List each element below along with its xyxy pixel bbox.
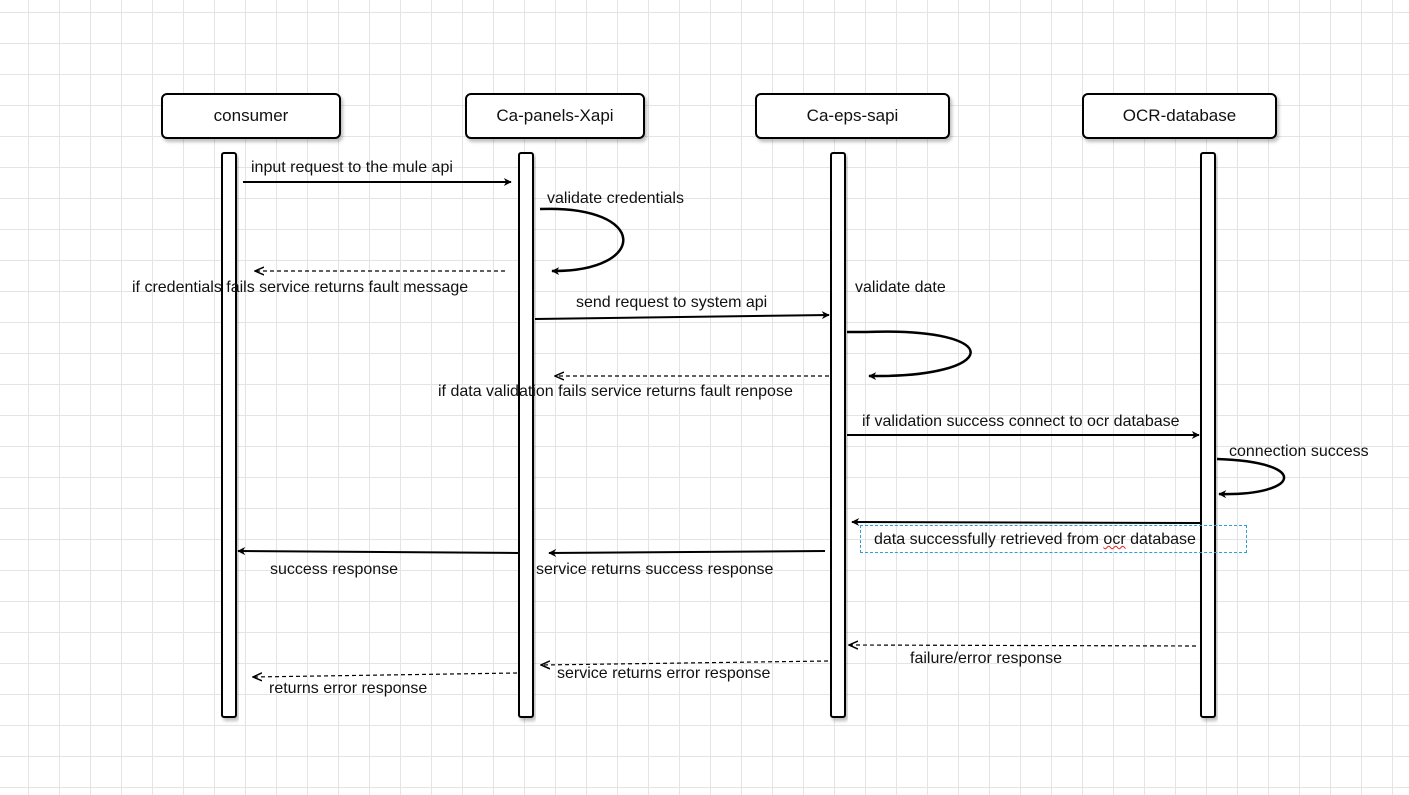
participant-label-xapi: Ca-panels-Xapi — [496, 106, 614, 125]
message-label-connect-database: if validation success connect to ocr dat… — [862, 413, 1180, 430]
lifeline-consumer[interactable] — [221, 152, 237, 718]
arrow-success-response[interactable] — [237, 547, 519, 556]
message-label-connection-success: connection success — [1229, 443, 1369, 460]
participant-label-sapi: Ca-eps-sapi — [806, 106, 899, 125]
lifeline-sapi[interactable] — [830, 152, 846, 718]
participant-box-sapi[interactable] — [755, 93, 950, 139]
participant-label-db: OCR-database — [1122, 106, 1237, 125]
arrow-service-success[interactable] — [548, 548, 826, 557]
arrow-validate-date[interactable] — [847, 330, 972, 381]
message-label-failure-response: failure/error response — [910, 650, 1063, 667]
arrow-returns-error[interactable] — [253, 673, 518, 677]
message-label-service-success: service returns success response — [536, 561, 774, 578]
participant-box-xapi[interactable] — [465, 93, 645, 139]
message-label-credentials-fault: if credentials fails service returns fau… — [132, 279, 469, 296]
lifeline-db[interactable] — [1200, 152, 1216, 718]
message-label-success-response: success response — [270, 561, 399, 578]
message-label-send-request: send request to system api — [576, 294, 768, 311]
message-label-input-request: input request to the mule api — [251, 159, 453, 176]
message-label-validate-credentials: validate credentials — [547, 190, 684, 207]
message-label-validation-fault: if data validation fails service returns… — [438, 383, 793, 400]
message-label-validate-date: validate date — [855, 279, 946, 296]
message-label-data-retrieved[interactable]: data successfully retrieved from ocr dat… — [874, 530, 1196, 550]
lifeline-xapi[interactable] — [518, 152, 534, 718]
arrow-validate-credentials[interactable] — [539, 207, 625, 276]
participant-label-consumer: consumer — [213, 106, 289, 125]
arrow-failure-response[interactable] — [849, 645, 1197, 646]
misspelled-word: ocr — [1103, 531, 1126, 548]
message-text-database: database — [1125, 531, 1196, 548]
arrow-service-error[interactable] — [541, 661, 829, 665]
participant-box-consumer[interactable] — [161, 93, 341, 139]
arrow-connection-success[interactable] — [1216, 457, 1286, 499]
message-label-returns-error: returns error response — [269, 680, 428, 697]
message-text-data-retrieved: data successfully retrieved from — [874, 531, 1104, 548]
arrow-data-retrieved[interactable] — [851, 518, 1201, 527]
arrow-send-request[interactable] — [534, 311, 830, 320]
message-label-service-error: service returns error response — [557, 665, 771, 682]
selected-label-box[interactable] — [860, 525, 1247, 553]
participant-box-db[interactable] — [1082, 93, 1277, 139]
